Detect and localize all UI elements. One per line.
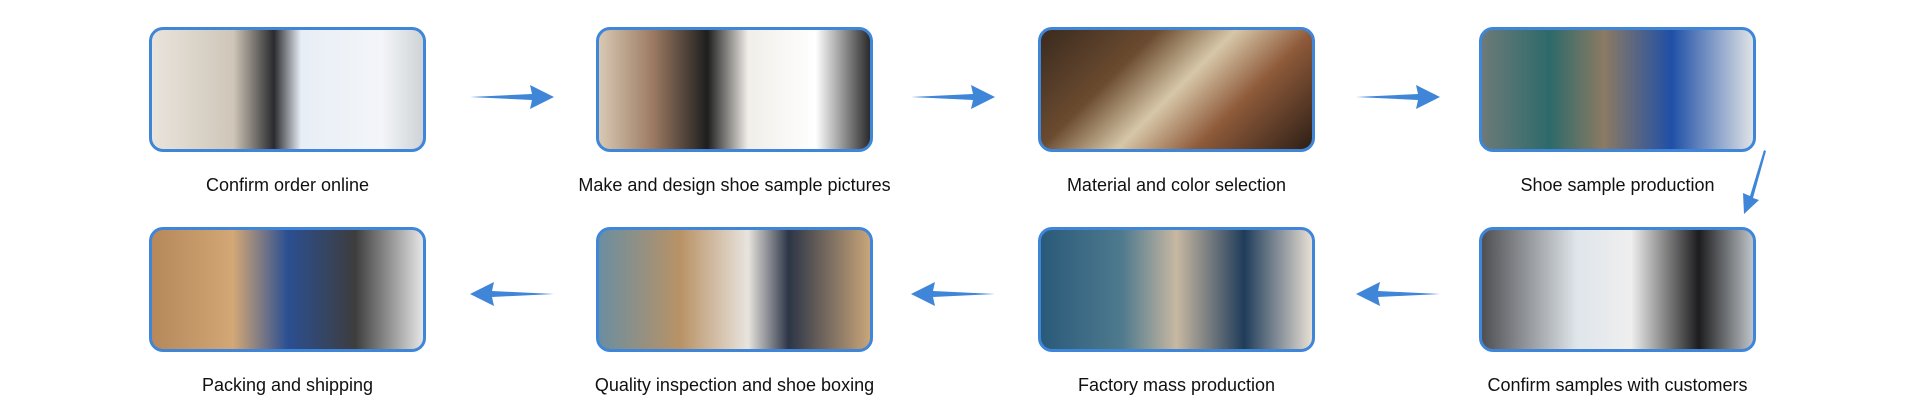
step-design-shoe-pictures: Make and design shoe sample pictures [578,27,891,195]
step-label: Make and design shoe sample pictures [578,175,891,195]
arrow-down-icon [1743,150,1766,214]
photo-online-order [149,27,426,152]
photo-sample-production [1479,27,1756,152]
arrow-left-icon [470,282,554,306]
step-label: Material and color selection [1066,175,1287,195]
arrow-right-icon [911,85,995,109]
step-packing-shipping: Packing and shipping [149,227,426,395]
step-material-color: Material and color selection [1038,27,1315,195]
step-sample-production: Shoe sample production [1479,27,1756,195]
arrow-left-icon [911,282,995,306]
arrow-right-icon [1356,85,1440,109]
step-confirm-samples: Confirm samples with customers [1479,227,1756,395]
step-confirm-order-online: Confirm order online [149,27,426,195]
step-label: Packing and shipping [201,375,374,395]
photo-packing [149,227,426,352]
arrow-right-icon [470,85,554,109]
step-mass-production: Factory mass production [1038,227,1315,395]
photo-material-swatches [1038,27,1315,152]
photo-quality-inspection [596,227,873,352]
photo-designer [596,27,873,152]
step-label: Confirm samples with customers [1487,375,1748,395]
arrow-left-icon [1356,282,1440,306]
photo-factory-line [1038,227,1315,352]
step-label: Factory mass production [1077,375,1276,395]
photo-customer-call [1479,227,1756,352]
step-label: Confirm order online [205,175,370,195]
step-quality-inspection: Quality inspection and shoe boxing [595,227,874,395]
step-label: Shoe sample production [1520,175,1715,195]
step-label: Quality inspection and shoe boxing [594,375,875,395]
